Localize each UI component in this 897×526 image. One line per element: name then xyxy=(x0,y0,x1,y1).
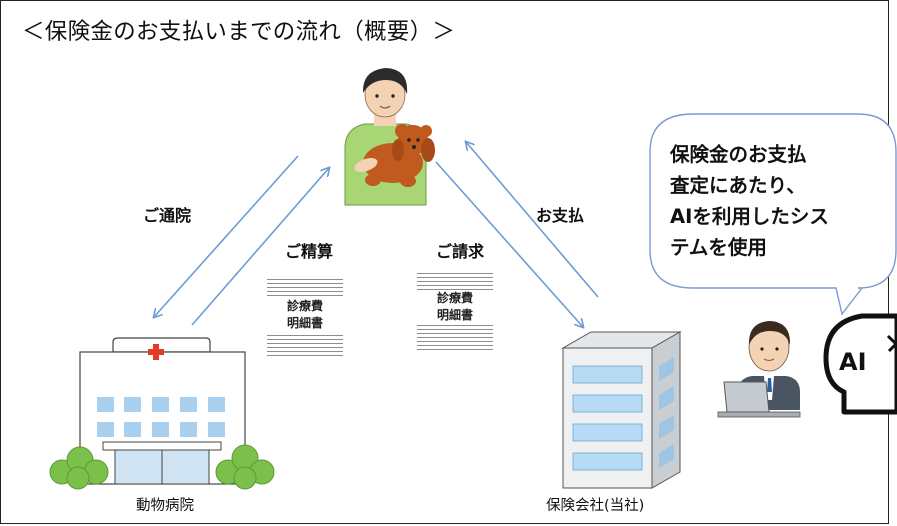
label-claim: ご請求 xyxy=(436,242,485,261)
document-medical-statement-left: 診療費明細書 xyxy=(267,276,343,356)
document-line-2: 明細書 xyxy=(286,316,323,330)
document-line-1: 診療費 xyxy=(286,299,323,313)
speech-bubble-text: 保険金のお支払 査定にあたり、 AIを利用したシス テムを使用 xyxy=(670,143,829,259)
document-medical-statement-right: 診療費明細書 xyxy=(417,270,493,350)
laptop-icon xyxy=(717,381,801,418)
insurer-label: 保険会社(当社) xyxy=(546,498,645,514)
bush-right xyxy=(215,444,275,490)
document-line-2: 明細書 xyxy=(436,308,473,322)
label-payment: お支払 xyxy=(536,206,585,225)
ai-badge-text: AI xyxy=(839,348,867,376)
diagram-title: ＜保険金のお支払いまでの流れ（概要）＞ xyxy=(22,19,456,45)
bush-left xyxy=(49,446,109,490)
label-settlement: ご精算 xyxy=(285,242,334,261)
arrow-insurer-to-owner xyxy=(466,142,599,298)
document-line-1: 診療費 xyxy=(436,291,473,305)
arrow-hospital-to-owner xyxy=(191,168,329,326)
label-visit: ご通院 xyxy=(143,206,192,225)
hospital-label: 動物病院 xyxy=(136,498,194,514)
arrow-owner-to-hospital xyxy=(154,155,299,317)
arrow-owner-to-insurer xyxy=(435,161,583,327)
dog-icon xyxy=(354,124,435,187)
